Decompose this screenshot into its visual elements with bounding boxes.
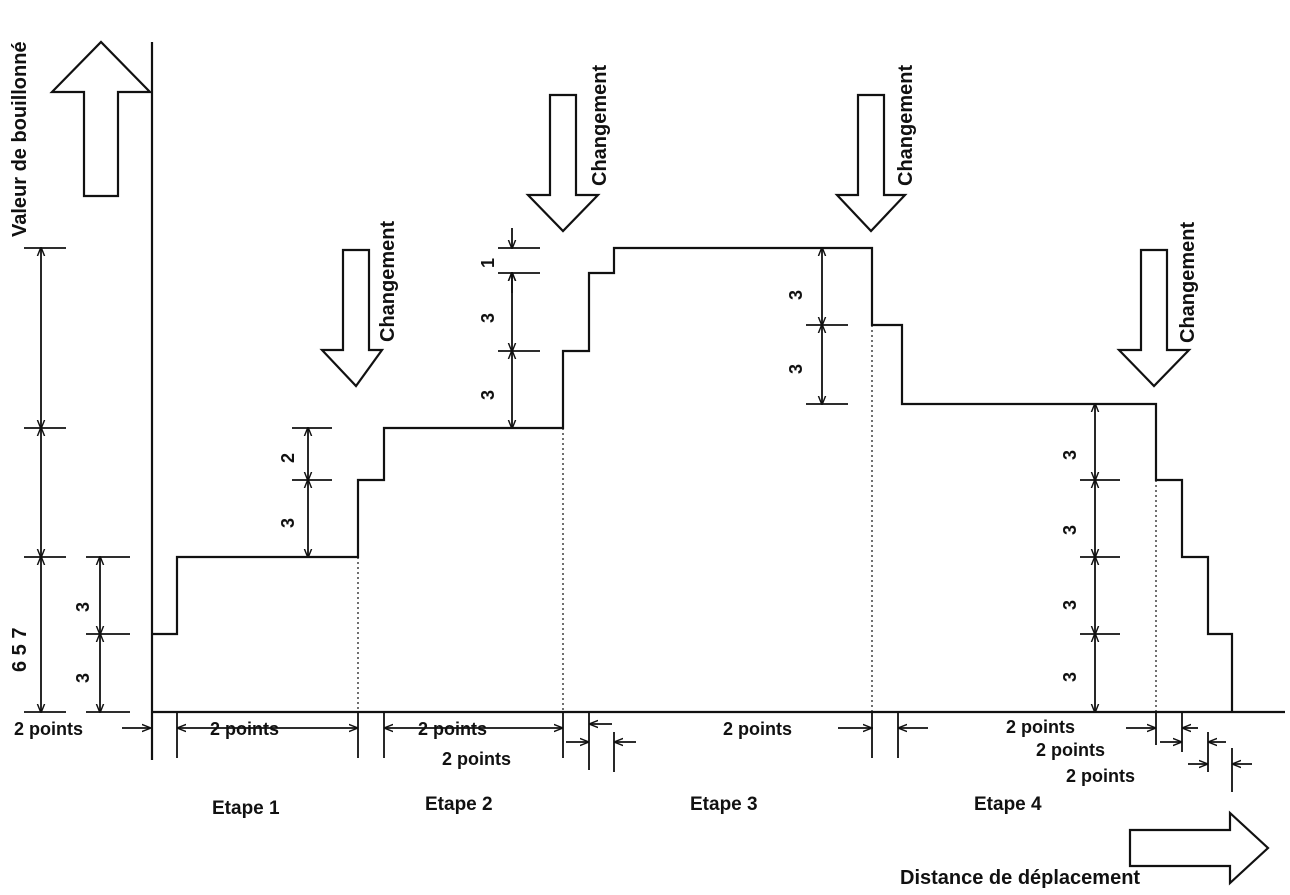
down-arrow-icon <box>319 248 385 388</box>
points-label: 2 points <box>1006 717 1075 737</box>
dimension-value: 3 <box>1060 525 1080 535</box>
points-label: 2 points <box>723 719 792 739</box>
points-label: 2 points <box>14 719 83 739</box>
change-marker: Changement <box>834 65 917 233</box>
dimension-value: 3 <box>278 518 298 528</box>
horizontal-dimensions: 2 points 2 points 2 points 2 points 2 po… <box>14 712 1252 792</box>
change-label: Changement <box>377 221 399 342</box>
dimension-value: 3 <box>1060 600 1080 610</box>
x-axis-label: Distance de déplacement <box>900 867 1140 889</box>
y-direction-arrow-icon <box>49 40 153 198</box>
dimension-value: 3 <box>1060 450 1080 460</box>
down-arrow-icon <box>525 93 601 233</box>
points-label: 2 points <box>1066 766 1135 786</box>
dimension-value: 3 <box>1060 672 1080 682</box>
change-label: Changement <box>589 65 611 186</box>
stage3-step-dimension: 3 3 <box>786 248 848 405</box>
change-label: Changement <box>1177 222 1199 343</box>
dimension-value: 3 <box>478 390 498 400</box>
down-arrow-icon <box>834 93 908 233</box>
dimension-value: 3 <box>73 602 93 612</box>
points-label: 2 points <box>418 719 487 739</box>
change-marker: Changement <box>1116 222 1199 388</box>
initial-step-dimension: 3 3 <box>73 556 130 713</box>
points-label: 2 points <box>442 749 511 769</box>
stage-label-1: Etape 1 <box>212 798 280 819</box>
stage4-step-dimension: 3 3 3 3 <box>1060 404 1120 712</box>
change-label: Changement <box>895 65 917 186</box>
dimension-value: 3 <box>478 313 498 323</box>
stage-label-3: Etape 3 <box>690 794 758 815</box>
change-marker: Changement <box>525 65 611 233</box>
stage1-step-dimension: 2 3 <box>278 427 332 557</box>
dimension-value: 3 <box>73 673 93 683</box>
stage2-step-dimension: 1 3 3 <box>478 228 540 428</box>
dimension-value: 3 <box>786 290 806 300</box>
change-marker: Changement <box>319 221 399 388</box>
stage-label-4: Etape 4 <box>974 794 1042 815</box>
y-bottom-value: 6 5 7 <box>9 628 31 672</box>
points-label: 2 points <box>1036 740 1105 760</box>
y-axis-label: Valeur de bouillonné <box>9 41 31 237</box>
dimension-value: 1 <box>478 258 498 268</box>
down-arrow-icon <box>1116 248 1192 388</box>
dimension-value: 2 <box>278 453 298 463</box>
stage-label-2: Etape 2 <box>425 794 493 815</box>
bubble-value-step-curve <box>152 246 1234 712</box>
points-label: 2 points <box>210 719 279 739</box>
left-total-dimension <box>24 247 66 713</box>
x-direction-arrow-icon <box>1128 810 1270 886</box>
dimension-value: 3 <box>786 364 806 374</box>
